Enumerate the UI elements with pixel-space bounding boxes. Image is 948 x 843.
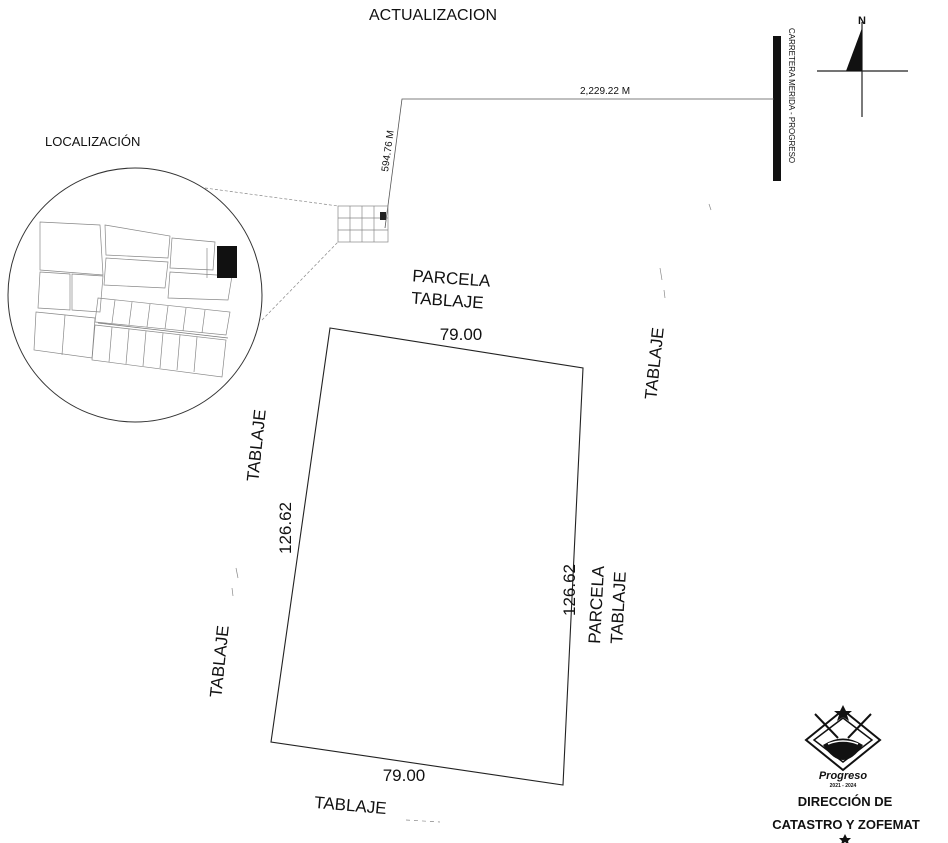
road-label: CARRETERA MERIDA - PROGRESO: [787, 28, 796, 163]
office-line1: DIRECCIÓN DE: [798, 794, 893, 809]
location-path: [384, 98, 774, 229]
neighbor-top-line1: PARCELA: [412, 266, 492, 290]
location-inset-map: [7, 167, 263, 423]
logo-period: 2021 - 2024: [830, 783, 857, 789]
location-block-marker: [337, 205, 389, 243]
top-length-label: 79.00: [440, 325, 483, 344]
bottom-length-label: 79.00: [383, 766, 426, 785]
inset-title: LOCALIZACIÓN: [45, 134, 140, 149]
neighbor-left-upper: TABLAJE: [243, 408, 269, 482]
neighbor-right-upper: TABLAJE: [641, 326, 667, 400]
neighbor-right-line2: TABLAJE: [607, 571, 630, 644]
left-length-label: 126.62: [276, 502, 295, 554]
parcel-boundary: [270, 327, 584, 786]
neighbor-right-line1: PARCELA: [585, 565, 608, 645]
distance-north-label: 594.76 M: [380, 130, 397, 173]
road-bar: [773, 36, 781, 181]
neighbor-bottom: TABLAJE: [314, 793, 388, 818]
logo-name: Progreso: [819, 770, 868, 782]
north-arrow-icon: N: [817, 15, 908, 117]
neighbor-top-line2: TABLAJE: [411, 289, 485, 313]
progreso-seal-logo: Progreso 2021 - 2024: [804, 705, 882, 789]
office-line2: CATASTRO Y ZOFEMAT: [772, 817, 920, 832]
distance-east-label: 2,229.22 M: [580, 86, 630, 97]
right-length-label: 126.62: [560, 564, 579, 616]
north-label: N: [858, 15, 866, 27]
highlighted-lot: [217, 246, 237, 278]
plan-title: ACTUALIZACION: [369, 7, 497, 24]
neighbor-left-lower: TABLAJE: [206, 624, 232, 698]
star-icon: [839, 834, 851, 843]
